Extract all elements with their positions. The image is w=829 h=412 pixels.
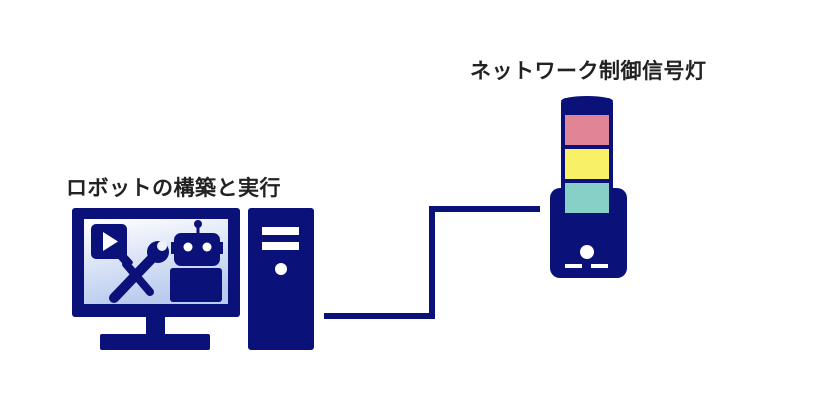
pc-label: ロボットの構築と実行 bbox=[66, 176, 281, 200]
lamp-yellow bbox=[565, 149, 609, 179]
lamp-green bbox=[565, 183, 609, 213]
robot-icon bbox=[170, 220, 223, 302]
pc-tower-icon bbox=[248, 208, 314, 350]
lamp-red bbox=[565, 115, 609, 145]
connection-cable bbox=[324, 206, 540, 319]
wrench-icon bbox=[109, 241, 169, 303]
play-icon bbox=[91, 224, 127, 259]
signal-tower-icon bbox=[550, 96, 627, 278]
signal-light-label: ネットワーク制御信号灯 bbox=[470, 59, 707, 83]
